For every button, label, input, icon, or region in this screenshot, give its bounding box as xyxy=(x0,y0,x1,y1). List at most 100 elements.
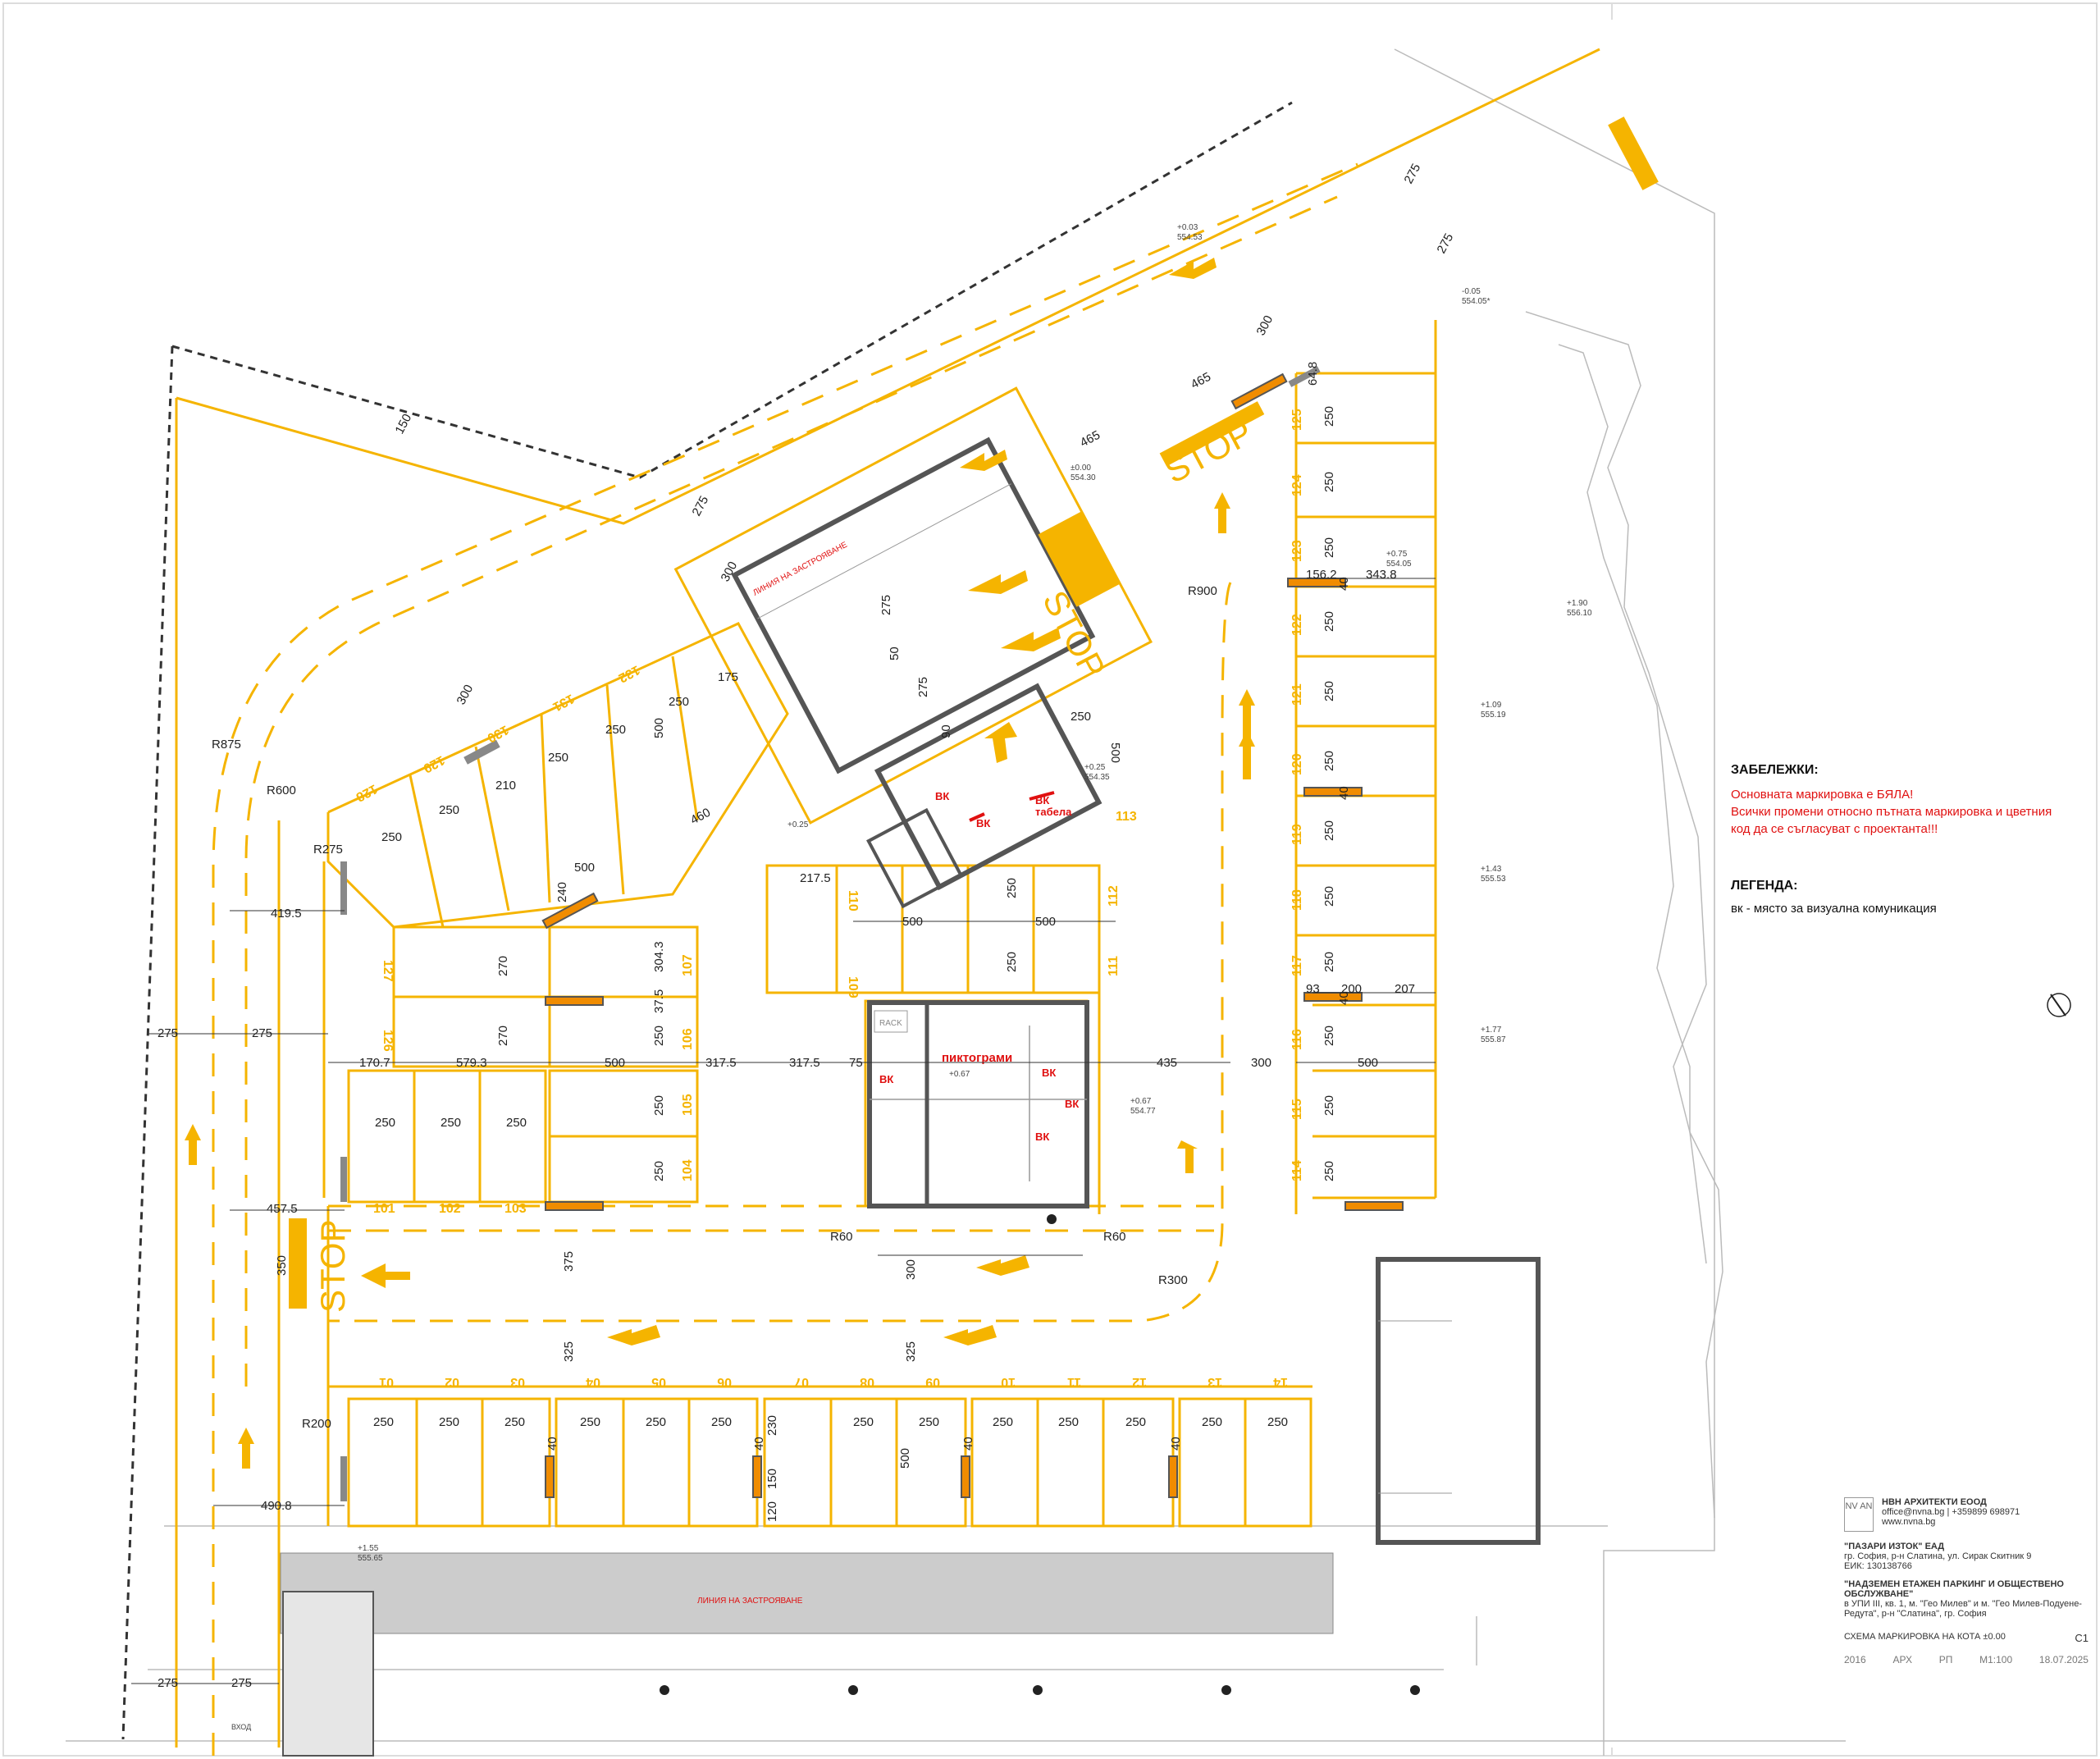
dim-170-7: 170.7 xyxy=(359,1056,390,1070)
level-4-s: 554.05 xyxy=(1386,560,1412,569)
dim-40-d: 40 xyxy=(546,1437,559,1451)
firm-contact: office@nvna.bg | +359899 698971 xyxy=(1882,1507,2020,1517)
bay-131: 131 xyxy=(550,691,577,714)
notes-line-1: Основната маркировка е БЯЛА! xyxy=(1731,788,1914,802)
bay-109: 109 xyxy=(846,976,860,998)
dim-250-r5: 250 xyxy=(1322,681,1336,701)
firm-name: НВН АРХИТЕКТИ ЕООД xyxy=(1882,1497,1987,1507)
right-building xyxy=(1376,1257,1541,1545)
dim-250-c: 250 xyxy=(506,1116,527,1130)
dim-50-ramp: 50 xyxy=(888,646,902,660)
dim-37-5: 37.5 xyxy=(652,989,666,1013)
project-location: в УПИ III, кв. 1, м. "Гео Милев" и м. "Г… xyxy=(1844,1599,2082,1619)
dim-250-r11: 250 xyxy=(1322,1095,1336,1116)
dim-465-b: 465 xyxy=(1078,428,1102,450)
dim-250-c1: 250 xyxy=(1005,878,1019,898)
vk-label-4: ВК xyxy=(1035,1131,1049,1143)
north-arrow-icon xyxy=(2047,993,2071,1017)
dim-490-8: 490.8 xyxy=(261,1499,292,1513)
dim-275-b: 275 xyxy=(252,1026,272,1040)
dim-64-8: 64.8 xyxy=(1306,362,1320,386)
bay-04: 04 xyxy=(586,1375,600,1389)
dim-270-b: 270 xyxy=(496,1026,510,1046)
stop-marking-1: STOP xyxy=(313,1219,352,1313)
dim-250-r4: 250 xyxy=(1322,611,1336,632)
notes-panel: ЗАБЕЛЕЖКИ: Основната маркировка е БЯЛА! … xyxy=(1731,763,2092,916)
bay-116: 116 xyxy=(1290,1029,1304,1050)
bay-122: 122 xyxy=(1290,614,1304,636)
dim-250-r10: 250 xyxy=(1322,1026,1336,1046)
bay-numbers-bottom: 01 02 03 04 05 06 07 08 09 10 11 12 13 1… xyxy=(379,1375,1288,1389)
dim-275-top-1: 275 xyxy=(1402,162,1424,186)
dim-350: 350 xyxy=(275,1255,289,1276)
dim-250-bot-8: 250 xyxy=(919,1415,939,1429)
sheet-number: C1 xyxy=(2075,1632,2089,1644)
dim-250-r12: 250 xyxy=(1322,1161,1336,1181)
dim-250-ang-4: 250 xyxy=(605,723,626,737)
legend-item: вк - място за визуална комуникация xyxy=(1731,902,1937,916)
dim-250-bot-1: 250 xyxy=(373,1415,394,1429)
dim-500-b: 500 xyxy=(1358,1056,1378,1070)
dim-500-d: 500 xyxy=(1035,915,1056,929)
dim-250-c2: 250 xyxy=(1005,952,1019,972)
bay-126: 126 xyxy=(381,1030,395,1052)
ramp-block xyxy=(673,386,1153,825)
bay-106: 106 xyxy=(681,1028,695,1050)
bay-132: 132 xyxy=(616,662,642,685)
bay-06: 06 xyxy=(717,1375,732,1389)
dim-40-c: 40 xyxy=(1337,991,1351,1005)
bay-08: 08 xyxy=(860,1375,874,1389)
radius-60-b: R60 xyxy=(1103,1230,1126,1244)
dim-275-a: 275 xyxy=(158,1026,178,1040)
radius-300: R300 xyxy=(1158,1273,1188,1287)
dim-250-ang-3: 250 xyxy=(548,751,568,765)
entry-label: ВХОД xyxy=(231,1723,251,1731)
firm-logo: NV AN xyxy=(1844,1497,1874,1532)
level-9-s: 554.35 xyxy=(1084,773,1110,782)
bay-125: 125 xyxy=(1290,409,1304,431)
vk-label-1: ВК xyxy=(879,1073,893,1085)
dim-40-a: 40 xyxy=(1337,577,1351,591)
stair-core xyxy=(866,683,1102,909)
level-11-s: 555.65 xyxy=(358,1554,383,1563)
level-4: +0.75 xyxy=(1386,550,1408,559)
bay-102: 102 xyxy=(439,1202,461,1216)
client-address: гр. София, р-н Слатина, ул. Сирак Скитни… xyxy=(1844,1551,2032,1561)
dim-250-bot-10: 250 xyxy=(1058,1415,1079,1429)
tb-scale: М1:100 xyxy=(1979,1654,2013,1665)
dim-275-top-2: 275 xyxy=(1435,231,1457,256)
dim-250-r2: 250 xyxy=(1322,472,1336,492)
dim-325-a: 325 xyxy=(562,1341,576,1362)
level-8-s: 555.87 xyxy=(1481,1035,1506,1044)
dim-250-ang-5: 250 xyxy=(669,695,689,709)
bay-128: 128 xyxy=(354,781,380,804)
dim-250-bot-13: 250 xyxy=(1267,1415,1288,1429)
bay-118: 118 xyxy=(1290,889,1304,911)
bay-11: 11 xyxy=(1067,1375,1081,1389)
bay-124: 124 xyxy=(1290,474,1304,496)
dim-250-bot-6: 250 xyxy=(711,1415,732,1429)
dim-275-c: 275 xyxy=(158,1676,178,1690)
dim-300-left: 300 xyxy=(454,683,477,707)
level-12: +0.25 xyxy=(788,820,809,829)
dim-250-stair: 250 xyxy=(1071,710,1091,724)
dim-120: 120 xyxy=(765,1501,779,1522)
dim-250-bot-7: 250 xyxy=(853,1415,874,1429)
bay-07: 07 xyxy=(794,1375,809,1389)
dim-419-5: 419.5 xyxy=(271,907,302,921)
dim-175: 175 xyxy=(718,670,738,684)
dim-250-c5: 250 xyxy=(652,1161,666,1181)
radii: R875 R600 R275 R900 R300 R200 R60 R60 xyxy=(212,584,1217,1431)
level-10-s: 554.77 xyxy=(1130,1107,1156,1116)
dim-250-r3: 250 xyxy=(1322,537,1336,558)
vk-label-2: ВК xyxy=(1042,1067,1056,1079)
dim-250-bot-5: 250 xyxy=(646,1415,666,1429)
dim-210: 210 xyxy=(495,779,516,793)
tb-date: 18.07.2025 xyxy=(2038,1654,2089,1665)
bays-bottom xyxy=(347,1397,1312,1528)
level-1-s: 554.53 xyxy=(1177,233,1203,242)
dim-275-ramp-b: 275 xyxy=(916,677,930,697)
level-9: +0.25 xyxy=(1084,763,1106,772)
build-line-band xyxy=(280,1552,1334,1634)
